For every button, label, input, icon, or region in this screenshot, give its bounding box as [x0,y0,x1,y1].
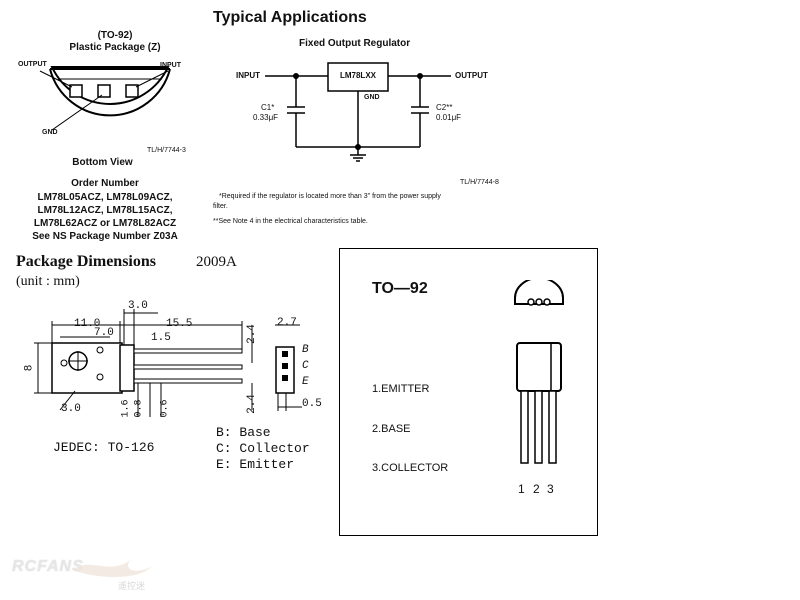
dim-0-6: 0.6 [159,399,171,418]
dim-1-5: 1.5 [151,332,171,344]
order-list: LM78L05ACZ, LM78L09ACZ, LM78L12ACZ, LM78… [10,191,200,243]
side-pin-e: E [302,376,309,388]
dim-2-4-bot: 2.4 [245,394,258,414]
dim-1-6: 1.6 [120,399,132,418]
side-pin-b: B [302,344,309,356]
c1-name: C1* [261,103,275,112]
dims-title: Package Dimensions [16,253,156,270]
dim-15-5: 15.5 [166,318,193,330]
regulator-schematic [265,62,451,162]
ic-label: LM78LXX [339,71,376,80]
package-type: (TO-92) [97,30,133,41]
to92-top-view [514,280,564,305]
pin-output-label: OUTPUT [18,61,47,68]
order-line: See NS Package Number Z03A [32,231,178,242]
dims-code: 2009A [196,254,237,270]
lead-e [133,378,243,384]
order-line: LM78L62ACZ or LM78L82ACZ [33,218,177,229]
dim-0-5: 0.5 [302,398,322,410]
pin-gnd-label: GND [42,129,58,136]
to126-dimension-drawing [34,309,302,417]
to92-panel [339,248,598,536]
to92-lead-2 [534,390,543,464]
to92-lead-1 [520,390,529,464]
ic-box [327,62,389,92]
dim-0-8: 0.8 [133,399,145,418]
schematic-input-label: INPUT [236,71,260,80]
dim-3-0-bot: 3.0 [61,403,81,415]
lead-b [133,348,243,354]
to92-pin-2: 2.BASE [372,423,411,435]
to126-body [51,342,123,394]
apps-title: Typical Applications [213,9,367,26]
jedec-label: JEDEC: TO-126 [53,440,155,455]
note-1: *Required if the regulator is located mo… [219,193,441,200]
dim-3-0-top: 3.0 [128,300,148,312]
package-name: Plastic Package (Z) [69,42,161,53]
to92-title: TO—92 [372,280,428,297]
pin-legend-item: E: Emitter [216,457,295,472]
package-ref: TL/H/7744-3 [147,147,186,154]
schematic-output-label: OUTPUT [455,71,488,80]
note-2: **See Note 4 in the electrical character… [213,218,368,225]
pin-legend-item: B: Base [216,425,271,440]
note-1-cont: filter. [213,203,228,210]
apps-ref: TL/H/7744-8 [460,179,499,186]
to92-num-3: 3 [547,482,554,496]
lead-c [133,364,243,370]
order-line: LM78L05ACZ, LM78L09ACZ, [37,192,173,203]
pin-input-label: INPUT [160,62,181,69]
pin-input-pad [125,84,139,98]
to92-drawing [514,280,564,464]
pin-legend: B: Base C: Collector E: Emitter [216,425,310,473]
dim-2-4-top: 2.4 [245,324,258,344]
to92-lead-3 [548,390,557,464]
apps-subtitle: Fixed Output Regulator [299,38,411,49]
side-pin-c: C [302,360,309,372]
view-label: Bottom View [72,157,133,168]
order-line: LM78L12ACZ, LM78L15ACZ, [37,205,173,216]
dim-8: 8 [23,364,36,372]
watermark-flame-icon [72,560,152,578]
to92-num-2: 2 [533,482,540,496]
dim-11-0: 11.0 [74,318,101,330]
to92-pin-1: 1.EMITTER [372,383,430,395]
to92-front-body [516,342,562,392]
to92-bottom-view-drawing [39,66,171,131]
dims-unit: (unit : mm) [16,274,80,289]
c2-value: 0.01μF [436,113,462,122]
ic-gnd-label: GND [364,94,380,101]
order-title: Order Number [71,178,139,189]
pin-gnd-pad [97,84,111,98]
side-view-body [275,346,295,394]
pin-output-pad [69,84,83,98]
dim-2-7: 2.7 [277,317,297,329]
to92-pin-3: 3.COLLECTOR [372,462,449,474]
dim-7-0: 7.0 [94,327,114,339]
watermark-cn: 遥控迷 [118,581,146,591]
pin-legend-item: C: Collector [216,441,310,456]
c1-value: 0.33μF [253,113,279,122]
to92-num-1: 1 [518,482,525,496]
watermark-logo: RCFANS [12,558,84,575]
c2-name: C2** [436,103,453,112]
